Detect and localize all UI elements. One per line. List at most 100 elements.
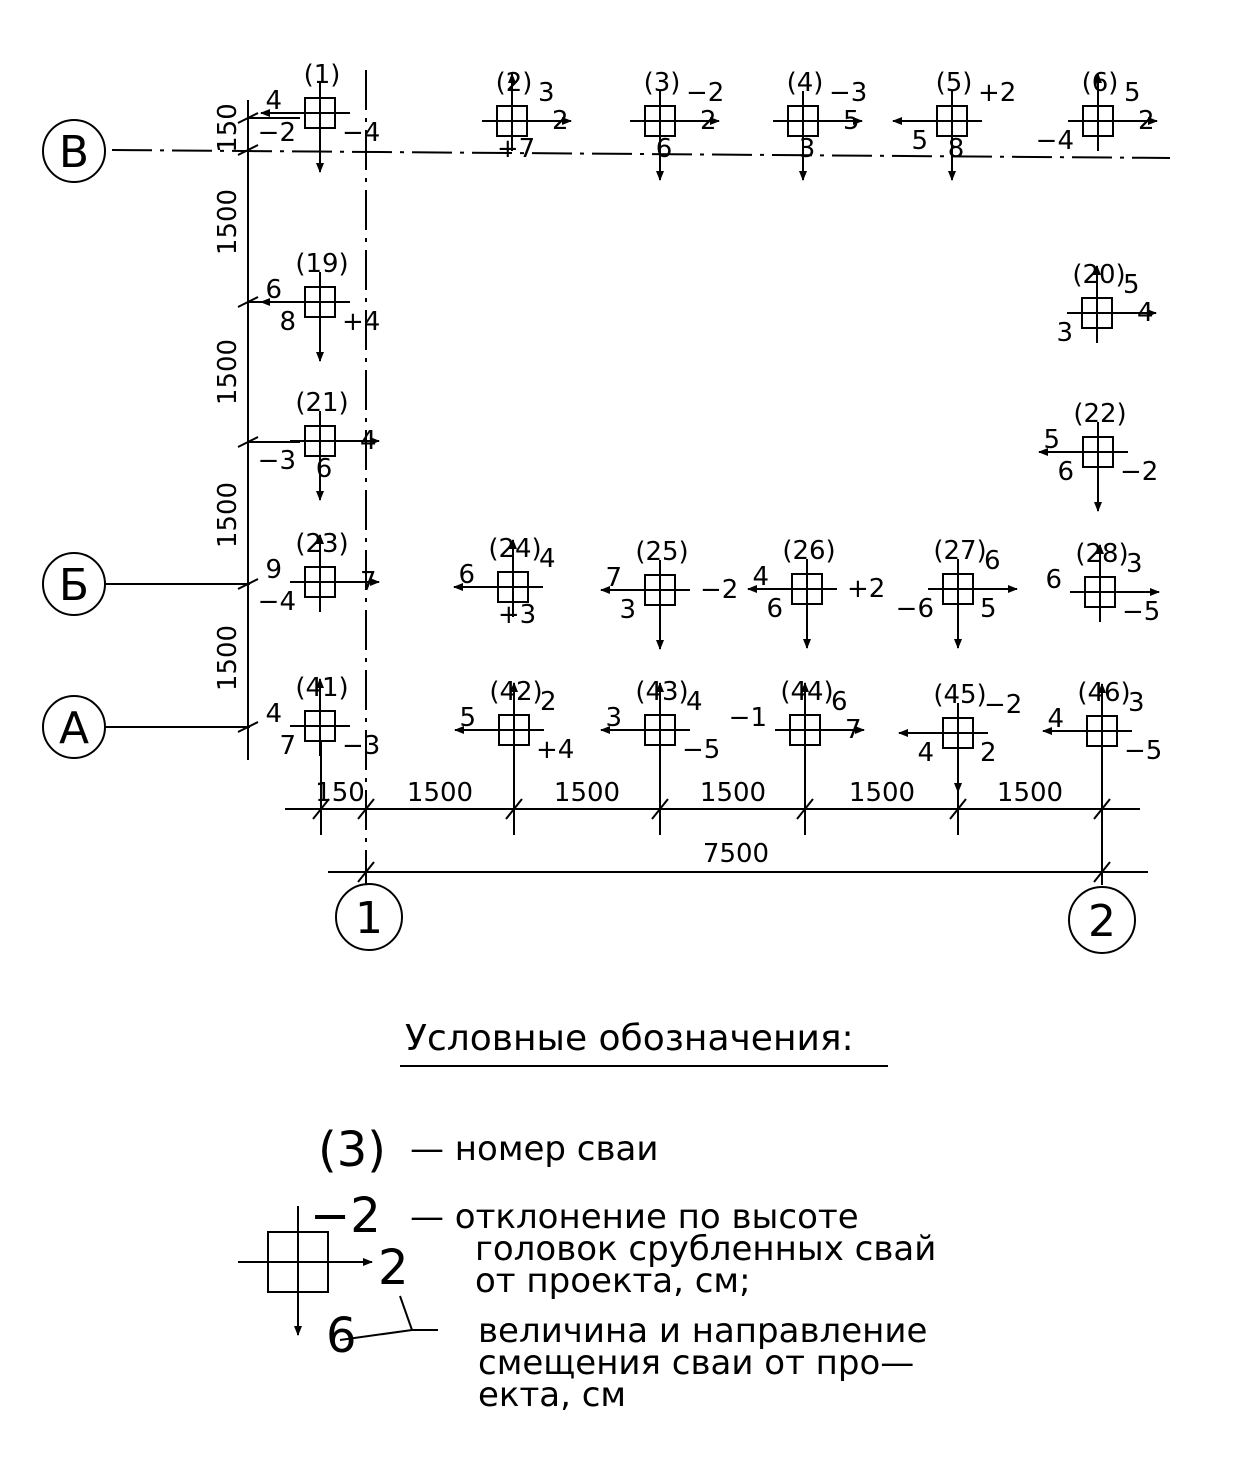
pile-deviation-label: −4 [1036, 126, 1074, 156]
legend-pile-number-example: (3) [318, 1122, 386, 1178]
axis-bubble-row-be [42, 552, 106, 616]
pile-number: (27) [933, 536, 986, 566]
pile-deviation-label: 2 [980, 738, 997, 768]
axis-bubble-row-b-cyr [42, 119, 106, 183]
pile-number: (28) [1075, 539, 1128, 569]
left-dim-tick [237, 578, 259, 590]
pile: (41)47−3 [265, 673, 380, 761]
legend-title: Условные обозначения: [405, 1018, 854, 1059]
pile-number: (26) [782, 536, 835, 566]
dim-left-1500-3: 1500 [213, 482, 243, 548]
pile-deviation-label: 3 [619, 595, 636, 625]
dim-bottom-1500-3: 1500 [700, 778, 766, 808]
pile-number: (3) [644, 68, 681, 98]
pile: (42)25+4 [454, 677, 574, 765]
pile-deviation-label: 4 [1047, 704, 1064, 734]
pile: (24)46+3 [453, 534, 556, 630]
pile-deviation-label: +4 [342, 307, 380, 337]
pile-number: (25) [635, 537, 688, 567]
pile-number: (23) [295, 529, 348, 559]
pile-deviation-label: 6 [316, 454, 333, 484]
pile: (19)68+4 [260, 249, 380, 362]
pile: (43)43−5 [600, 677, 720, 765]
dim-bottom-1500-2: 1500 [554, 778, 620, 808]
bottom-dimension-chain [285, 740, 1148, 883]
pile-deviation-label: 3 [538, 78, 555, 108]
pile-deviation-label: 6 [766, 594, 783, 624]
axis-label-row-be: Б [59, 560, 89, 611]
dim-left-1500-1: 1500 [213, 189, 243, 255]
legend-height-desc-1: — отклонение по высоте [410, 1197, 859, 1237]
pile: (22)56−2 [1038, 399, 1158, 512]
pile-deviation-label: 5 [459, 703, 476, 733]
pile-number: (24) [488, 534, 541, 564]
pile-deviation-label: 4 [265, 86, 282, 116]
axis-bubble-col-1 [335, 883, 403, 951]
pile-deviation-label: −4 [258, 587, 296, 617]
axis-label-row-b-cyr: В [59, 127, 89, 178]
axis-bubble-labels: В Б А 1 2 [59, 127, 1116, 947]
pile-deviation-label: 3 [799, 134, 816, 164]
pile-number: (5) [936, 68, 973, 98]
pile-deviation-label: 4 [265, 699, 282, 729]
pile: (25)7−23 [600, 537, 738, 650]
dim-left-150: 150 [213, 103, 243, 153]
legend-shift-desc-3: екта, см [478, 1375, 626, 1415]
pile-number: (46) [1077, 678, 1130, 708]
legend-height-example: −2 [310, 1188, 381, 1244]
pile-deviation-label: 3 [1056, 318, 1073, 348]
legend-pile-number-desc: — номер сваи [410, 1129, 658, 1169]
pile-number: (22) [1073, 399, 1126, 429]
pile-number: (45) [933, 680, 986, 710]
pile-deviation-label: −4 [342, 118, 380, 148]
pile-deviation-label: −6 [896, 594, 934, 624]
pile: (28)36−5 [1045, 539, 1160, 627]
bottom-dim-tick [357, 798, 375, 820]
pile-deviation-label: −2 [686, 78, 724, 108]
bottom-dim-tick [505, 798, 523, 820]
axis-label-row-a: А [59, 703, 89, 754]
pile-deviation-label: +4 [536, 735, 574, 765]
pile-deviation-label: 5 [1123, 270, 1140, 300]
pile-deviation-label: 6 [831, 687, 848, 717]
left-dim-tick [237, 721, 259, 733]
pile-deviation-label: 4 [686, 687, 703, 717]
pile-deviation-label: 4 [752, 562, 769, 592]
pile-deviation-label: 2 [1138, 106, 1155, 136]
pile-deviation-label: 5 [843, 106, 860, 136]
pile-deviation-label: +7 [497, 134, 535, 164]
dim-total: 7500 [703, 839, 769, 869]
pile-number: (6) [1082, 68, 1119, 98]
pile-deviation-label: 5 [1124, 78, 1141, 108]
dim-bottom-1500-5: 1500 [997, 778, 1063, 808]
pile-deviation-label: 6 [984, 546, 1001, 576]
pile-number: (43) [635, 677, 688, 707]
bottom-dim-tick [949, 798, 967, 820]
pile-number: (19) [295, 249, 348, 279]
total-dim-tick [1093, 861, 1111, 883]
pile-number: (42) [489, 677, 542, 707]
pile-deviation-label: 4 [917, 738, 934, 768]
pile: (1)4−2−4 [258, 60, 380, 173]
pile-deviation-label: 5 [980, 594, 997, 624]
dimension-labels: 150 1500 1500 1500 1500 150 1500 1500 15… [213, 103, 1063, 869]
left-dim-tick [237, 144, 259, 156]
dim-bottom-1500-1: 1500 [407, 778, 473, 808]
dim-bottom-1500-4: 1500 [849, 778, 915, 808]
pile-deviation-label: +3 [498, 600, 536, 630]
pile-deviation-label: 3 [605, 703, 622, 733]
pile-number: (44) [780, 677, 833, 707]
pile-deviation-label: −3 [342, 731, 380, 761]
pile-deviation-label: 8 [948, 134, 965, 164]
bottom-dim-tick [312, 798, 330, 820]
axis-line-row-b-cyr [111, 149, 1171, 159]
pile-deviation-label: 3 [1126, 549, 1143, 579]
pile-deviation-label: 9 [265, 555, 282, 585]
pile-deviation-label: 4 [1137, 298, 1154, 328]
axis-label-col-2: 2 [1088, 896, 1116, 947]
pile-deviation-label: 6 [265, 275, 282, 305]
dim-left-1500-4: 1500 [213, 625, 243, 691]
